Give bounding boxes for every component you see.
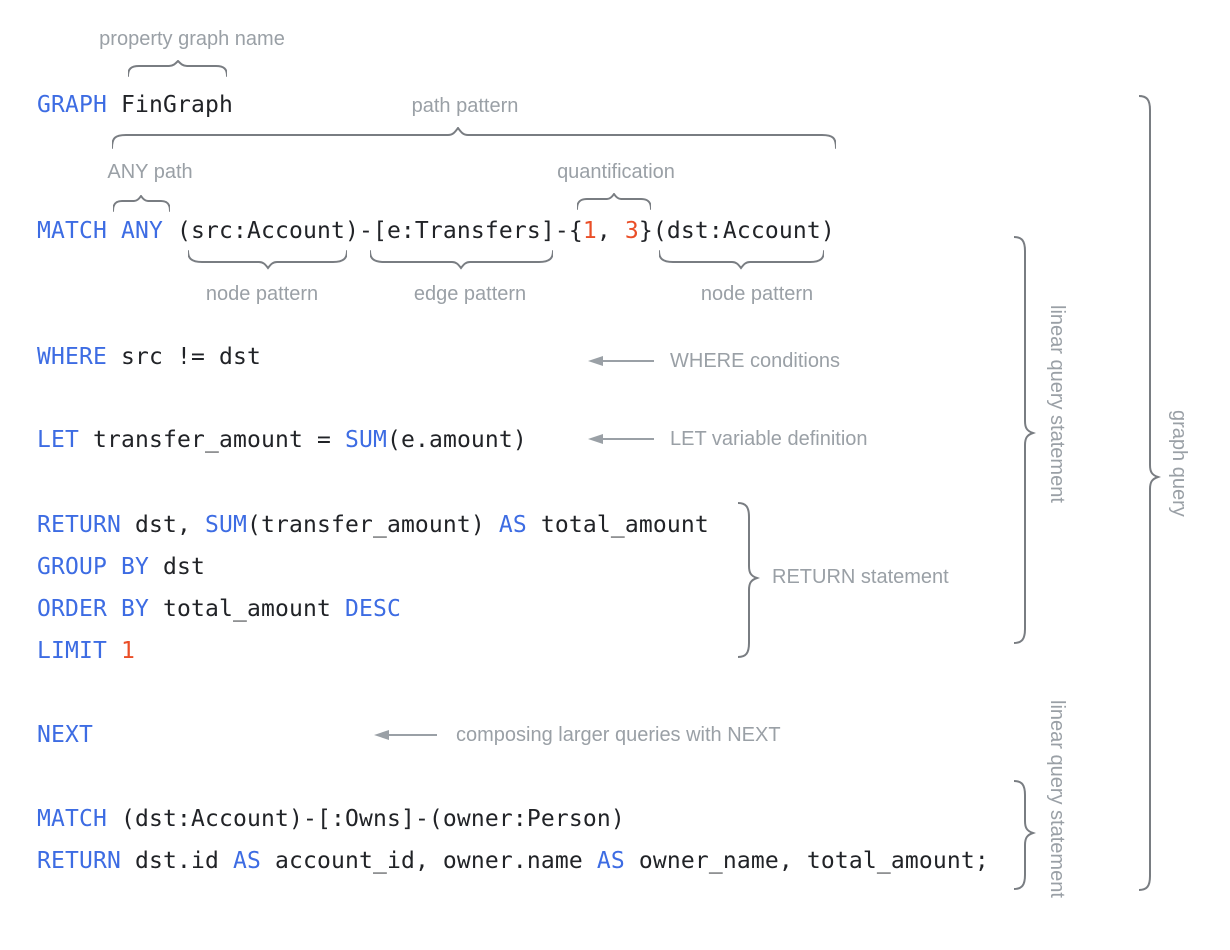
label-composing-next: composing larger queries with NEXT — [456, 724, 781, 746]
keyword-graph: GRAPH — [37, 92, 107, 118]
keyword-return: RETURN — [37, 848, 121, 874]
label-any-path: ANY path — [107, 161, 193, 183]
brace-graph-query — [1139, 95, 1161, 891]
code-line-next: NEXT — [37, 721, 93, 749]
label-node-pattern-right: node pattern — [700, 283, 814, 305]
brace-node-pattern-right — [659, 250, 824, 270]
quantifier-max: 3 — [624, 218, 639, 244]
label-let-variable-definition: LET variable definition — [670, 428, 868, 450]
brace-edge-pattern — [370, 250, 553, 270]
label-linear-query-statement-top: linear query statement — [1046, 305, 1068, 503]
order-by-expr: total_amount — [148, 596, 345, 622]
brace-path-pattern — [112, 127, 836, 149]
keyword-return: RETURN — [37, 512, 121, 538]
return-items: dst, — [120, 512, 205, 538]
path-pattern-open: (src:Account)-[e:Transfers]-{ — [162, 218, 583, 244]
keyword-as: AS — [498, 512, 527, 538]
keyword-where: WHERE — [37, 344, 107, 370]
label-linear-query-statement-bottom: linear query statement — [1046, 700, 1068, 898]
sum-args: (e.amount) — [386, 427, 527, 453]
code-line-match-path: MATCH ANY (src:Account)-[e:Transfers]-{1… — [37, 217, 835, 245]
return-alias: total_amount — [526, 512, 709, 538]
code-line-return-2: RETURN dst.id AS account_id, owner.name … — [37, 847, 989, 875]
brace-node-pattern-left — [188, 250, 347, 270]
where-condition: src != dst — [107, 344, 261, 370]
keyword-let: LET — [37, 427, 79, 453]
label-node-pattern-left: node pattern — [205, 283, 319, 305]
code-line-order-by: ORDER BY total_amount DESC — [37, 595, 401, 623]
brace-return-statement — [738, 502, 760, 658]
let-assignment: transfer_amount = — [79, 427, 345, 453]
label-quantification: quantification — [557, 161, 675, 183]
keyword-next: NEXT — [37, 722, 93, 748]
next-callout-arrow-icon — [374, 730, 437, 740]
graph-name: FinGraph — [107, 92, 233, 118]
match-2-pattern: (dst:Account)-[:Owns]-(owner:Person) — [107, 806, 625, 832]
code-line-where: WHERE src != dst — [37, 343, 261, 371]
quantifier-min: 1 — [582, 218, 597, 244]
group-by-expr: dst — [148, 554, 205, 580]
keyword-limit: LIMIT — [37, 638, 107, 664]
code-line-match-2: MATCH (dst:Account)-[:Owns]-(owner:Perso… — [37, 805, 625, 833]
brace-linear-query-statement-top — [1014, 236, 1036, 644]
return-2-expr-1: dst.id — [120, 848, 233, 874]
brace-linear-query-statement-bottom — [1014, 780, 1036, 890]
keyword-order-by: ORDER BY — [37, 596, 149, 622]
keyword-match-any: MATCH ANY — [37, 218, 163, 244]
code-line-return-1: RETURN dst, SUM(transfer_amount) AS tota… — [37, 511, 709, 539]
limit-value: 1 — [107, 638, 135, 664]
where-callout-arrow-icon — [588, 356, 654, 366]
sum-args: (transfer_amount) — [246, 512, 499, 538]
label-graph-query: graph query — [1168, 410, 1190, 517]
label-property-graph-name: property graph name — [99, 28, 285, 50]
label-return-statement: RETURN statement — [772, 566, 949, 588]
keyword-match: MATCH — [37, 806, 107, 832]
keyword-as: AS — [232, 848, 261, 874]
code-line-limit: LIMIT 1 — [37, 637, 135, 665]
brace-quantification — [577, 193, 651, 210]
code-line-graph: GRAPH FinGraph — [37, 91, 233, 119]
brace-any-path — [113, 195, 170, 212]
let-callout-arrow-icon — [588, 434, 654, 444]
label-path-pattern: path pattern — [411, 95, 519, 117]
function-sum: SUM — [344, 427, 387, 453]
quantifier-separator: , — [596, 218, 625, 244]
path-pattern-close: }(dst:Account) — [638, 218, 835, 244]
return-2-expr-2: account_id, owner.name — [260, 848, 597, 874]
brace-property-graph-name — [128, 60, 227, 77]
label-where-conditions: WHERE conditions — [670, 350, 841, 372]
code-line-group-by: GROUP BY dst — [37, 553, 205, 581]
label-edge-pattern: edge pattern — [413, 283, 527, 305]
code-line-let: LET transfer_amount = SUM(e.amount) — [37, 426, 527, 454]
keyword-as: AS — [596, 848, 625, 874]
return-2-expr-3: owner_name, total_amount; — [624, 848, 989, 874]
function-sum: SUM — [204, 512, 247, 538]
keyword-desc: DESC — [344, 596, 401, 622]
keyword-group-by: GROUP BY — [37, 554, 149, 580]
